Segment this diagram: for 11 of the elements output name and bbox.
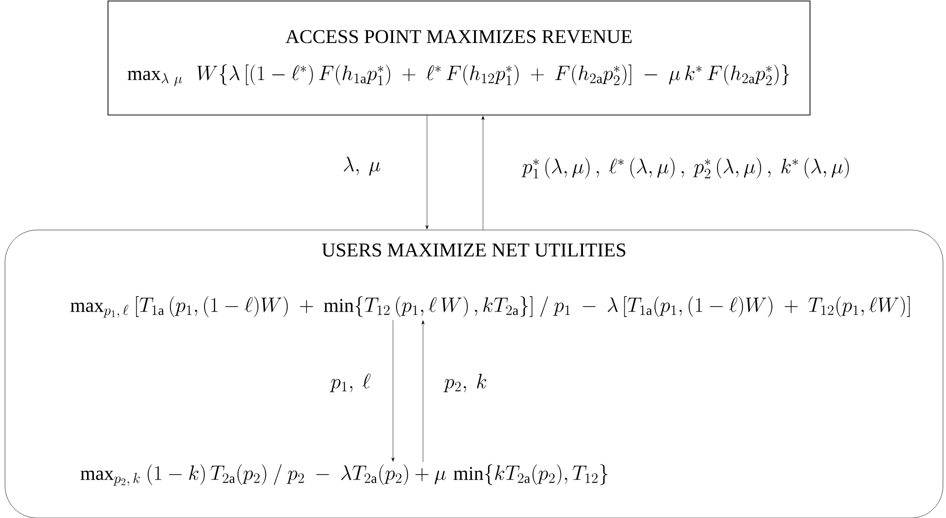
arrow bbox=[482, 116, 484, 230]
arrow bbox=[422, 320, 424, 462]
box: ACCESS POINT MAXIMIZES REVENUE $\max_{\lambda\ \mu}\ \ W\Big\{\lambda\,[(1-\ell^*)\,F(h_{1\mathrm{a}}p_1^*)\ +\ \ell^*\,F(h_{12}p_1^*)\ +\ F(h_{2\mathrm{a}}p_2^*)]\ -\ \mu\,k^*\,F(h_{2\mathrm{a}}p_2^*)\Big\}$ bbox=[108, 0, 810, 116]
arrow bbox=[392, 320, 395, 462]
edge-label: $p_2,\ k$ bbox=[444, 374, 486, 392]
edge-label: $p_1,\ \ell$ bbox=[330, 374, 370, 392]
formula: $\max\nolimits_{p_1,\,\ell}\ [T_{1\mathrm{a}}\,(p_1,(1-\ell)W)\ +\ \min\{T_{12}\,(p_1,\ell\,W)\,,kT_{2\mathrm{a}}\}]\ /\ p_1\ -\ \lambda\,[T_{1\mathrm{a}}(p_1,(1-\ell)W)\ +\ T_{12}(p_1,\ell W)]$ bbox=[70, 296, 910, 318]
edge-label: $p_1^*\,(\lambda,\mu)\,,\ \ell^*\,(\lambda,\mu)\,,\ p_2^*\,(\lambda,\mu)\,,\ k^*\,(\lambda,\mu)$ bbox=[522, 158, 849, 178]
arrow bbox=[426, 115, 429, 230]
formula: $\max\nolimits_{p_2,\,k}\ (1-k)\,T_{2\mathrm{a}}(p_2)\ /\ p_2\ -\ \lambda T_{2\mathrm{a}}(p_2)+\mu\,\min\{kT_{2\mathrm{a}}(p_2),T_{12}\}$ bbox=[80, 464, 608, 486]
edge-label: $\lambda,\ \mu$ bbox=[344, 156, 380, 176]
